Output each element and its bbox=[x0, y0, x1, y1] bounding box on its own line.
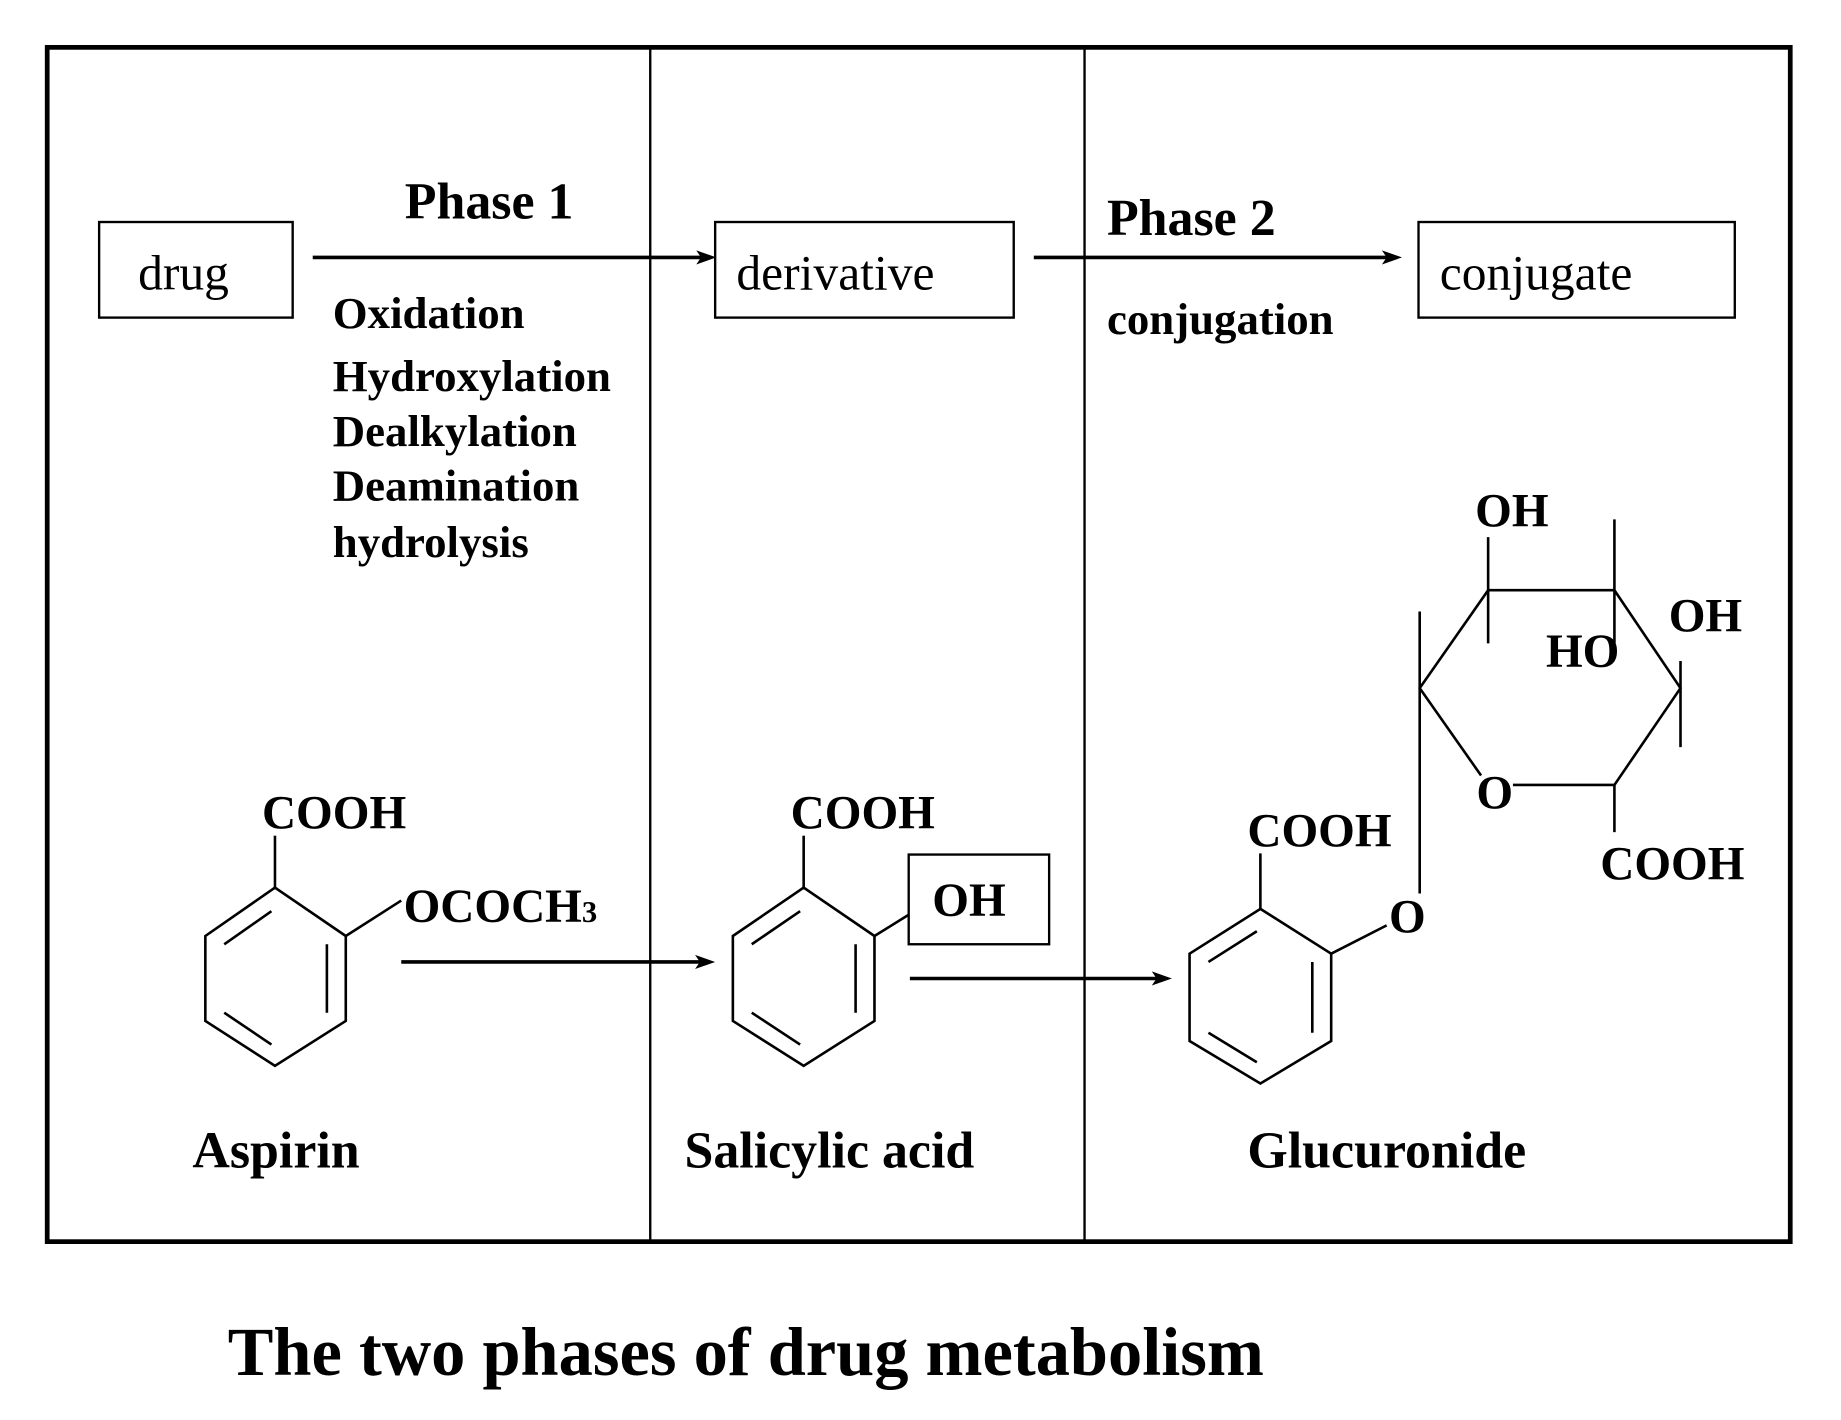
phase1-reaction: Dealkylation bbox=[333, 406, 577, 456]
sugar-cooh-label: COOH bbox=[1600, 838, 1744, 890]
phase1-reaction: Hydroxylation bbox=[333, 351, 611, 401]
phase2-reaction: conjugation bbox=[1107, 294, 1334, 344]
aspirin-acetoxy-label: OCOCH3 bbox=[404, 881, 598, 933]
salicylic-oh-highlight-box bbox=[907, 853, 1051, 946]
aspirin-name: Aspirin bbox=[192, 1122, 359, 1179]
derivative-box: derivative bbox=[713, 220, 1015, 319]
glucuronide-name: Glucuronide bbox=[1247, 1122, 1526, 1179]
sugar-oh-top-label: OH bbox=[1475, 485, 1548, 537]
phase1-reaction: Deamination bbox=[333, 461, 580, 511]
phase1-reaction: hydrolysis bbox=[333, 517, 529, 567]
salicylic-acid-name: Salicylic acid bbox=[684, 1122, 974, 1179]
glucuronide-ether-o-label: O bbox=[1389, 891, 1426, 943]
phase1-reaction-list: Oxidation Hydroxylation Dealkylation Dea… bbox=[333, 288, 611, 567]
phase2-title: Phase 2 bbox=[1107, 190, 1276, 247]
glucuronide-structure: COOH O O OH HO OH COOH bbox=[1188, 485, 1744, 1086]
figure-caption: The two phases of drug metabolism bbox=[228, 1314, 1264, 1390]
salicylic-oh-label: OH bbox=[932, 875, 1005, 927]
phase1-title: Phase 1 bbox=[405, 173, 574, 230]
sugar-oh-right-label: OH bbox=[1669, 591, 1742, 643]
aspirin-structure: COOH OCOCH3 bbox=[204, 788, 598, 1068]
conjugate-box-label: conjugate bbox=[1440, 245, 1633, 300]
phase2-arrow bbox=[1033, 250, 1402, 265]
salicylic-acid-structure: COOH OH bbox=[731, 788, 1051, 1068]
conjugation-arrow bbox=[909, 971, 1172, 986]
aspirin-cooh-label: COOH bbox=[262, 788, 406, 840]
diagram-frame bbox=[44, 44, 1793, 1245]
derivative-box-label: derivative bbox=[736, 245, 934, 300]
phase1-reaction: Oxidation bbox=[333, 288, 525, 338]
salicylic-cooh-label: COOH bbox=[791, 788, 935, 840]
glucuronide-cooh-label: COOH bbox=[1247, 805, 1391, 857]
hydrolysis-arrow bbox=[401, 954, 716, 970]
phase1-arrow bbox=[312, 250, 717, 265]
conjugate-box: conjugate bbox=[1417, 220, 1736, 319]
drug-box-label: drug bbox=[138, 245, 229, 300]
sugar-ho-inner-label: HO bbox=[1546, 626, 1619, 678]
sugar-ring-o-label: O bbox=[1476, 768, 1513, 820]
drug-box: drug bbox=[97, 220, 294, 319]
